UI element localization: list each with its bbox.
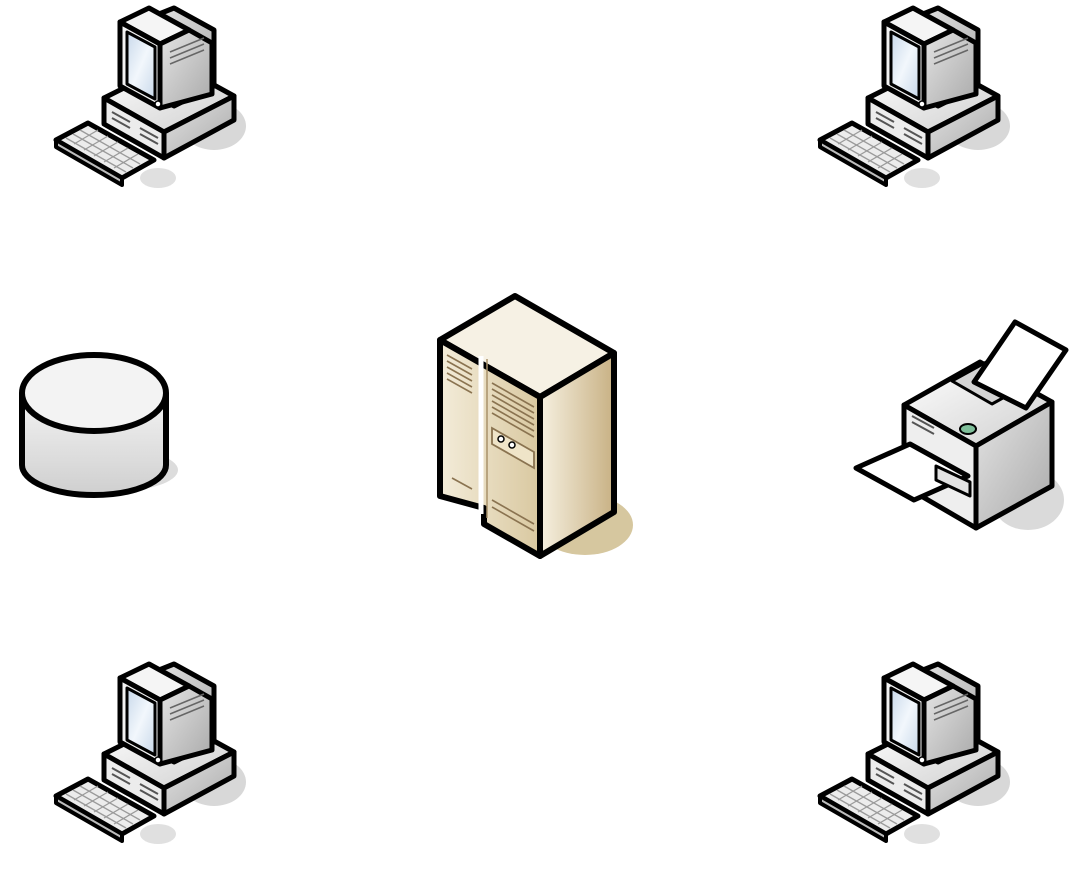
workstation-icon	[56, 664, 246, 844]
database-icon	[19, 352, 178, 498]
database-node	[19, 352, 178, 498]
workstation-bottom-right	[820, 664, 1010, 844]
workstation-top-right	[820, 8, 1010, 188]
server-hub	[437, 293, 633, 559]
workstation-icon	[56, 8, 246, 188]
server-icon	[437, 293, 633, 559]
workstation-icon	[820, 664, 1010, 844]
workstation-bottom-left	[56, 664, 246, 844]
printer-icon	[853, 319, 1069, 531]
workstation-icon	[820, 8, 1010, 188]
printer-node	[853, 319, 1069, 531]
workstation-top-left	[56, 8, 246, 188]
